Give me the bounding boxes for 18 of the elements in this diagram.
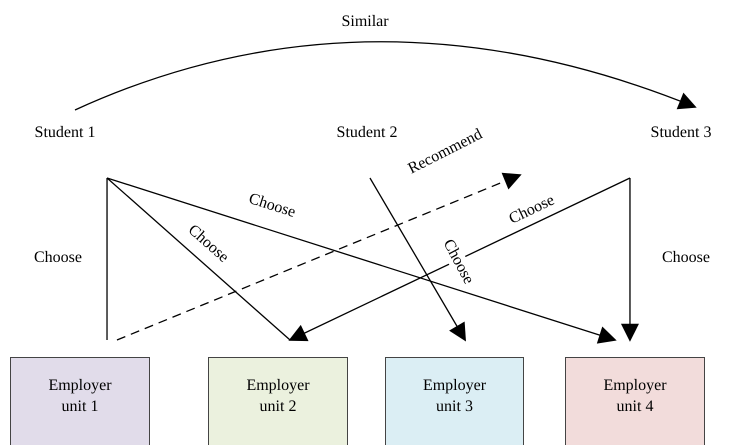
employer-box xyxy=(10,357,150,445)
arrow xyxy=(106,177,617,344)
student-label: Student 1 xyxy=(20,122,110,144)
employer-box xyxy=(565,357,705,445)
dashed-arrow xyxy=(116,172,522,341)
student-label: Student 3 xyxy=(636,122,726,144)
employer-box xyxy=(385,357,524,445)
connector-line xyxy=(106,178,108,340)
arrow xyxy=(620,178,639,342)
box-text: Employer unit 4 xyxy=(602,376,668,416)
arrow xyxy=(369,178,466,342)
arrow xyxy=(288,177,630,342)
box-text: Employer unit 1 xyxy=(47,376,113,416)
connector-line xyxy=(106,178,290,340)
employer-box xyxy=(208,357,348,445)
box-text: Employer unit 3 xyxy=(422,376,488,416)
arrow xyxy=(74,41,697,111)
box-text: Employer unit 2 xyxy=(245,376,311,416)
